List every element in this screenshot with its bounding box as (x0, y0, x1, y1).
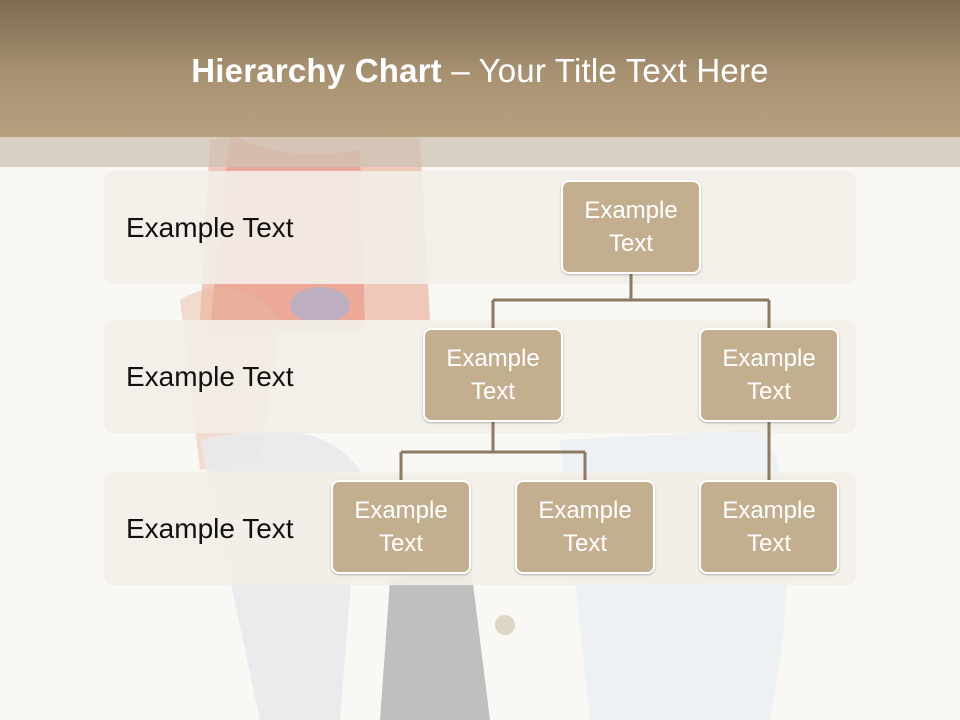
node-level2-right-text: Example Text (722, 345, 816, 405)
row-label-2: Example Text (126, 361, 294, 392)
title-bold: Hierarchy Chart (191, 52, 442, 89)
node-level3-b: Example Text (515, 480, 655, 574)
node-level3-c: Example Text (699, 480, 839, 574)
node-level3-a: Example Text (331, 480, 471, 574)
row-label-3: Example Text (126, 513, 294, 544)
node-level3-b-text: Example Text (538, 497, 632, 557)
node-level3-c-text: Example Text (722, 497, 816, 557)
row-band-1: Example Text (104, 171, 856, 284)
slide-title: Hierarchy Chart – Your Title Text Here (0, 52, 960, 90)
node-level2-left: Example Text (423, 328, 563, 422)
title-accent-strip (0, 137, 960, 167)
node-level2-right: Example Text (699, 328, 839, 422)
node-level3-a-text: Example Text (354, 497, 448, 557)
node-root-text: Example Text (584, 197, 678, 257)
node-root: Example Text (561, 180, 701, 274)
title-rest: – Your Title Text Here (441, 52, 769, 89)
title-bar: Hierarchy Chart – Your Title Text Here (0, 0, 960, 137)
node-level2-left-text: Example Text (446, 345, 540, 405)
row-label-1: Example Text (126, 212, 294, 243)
